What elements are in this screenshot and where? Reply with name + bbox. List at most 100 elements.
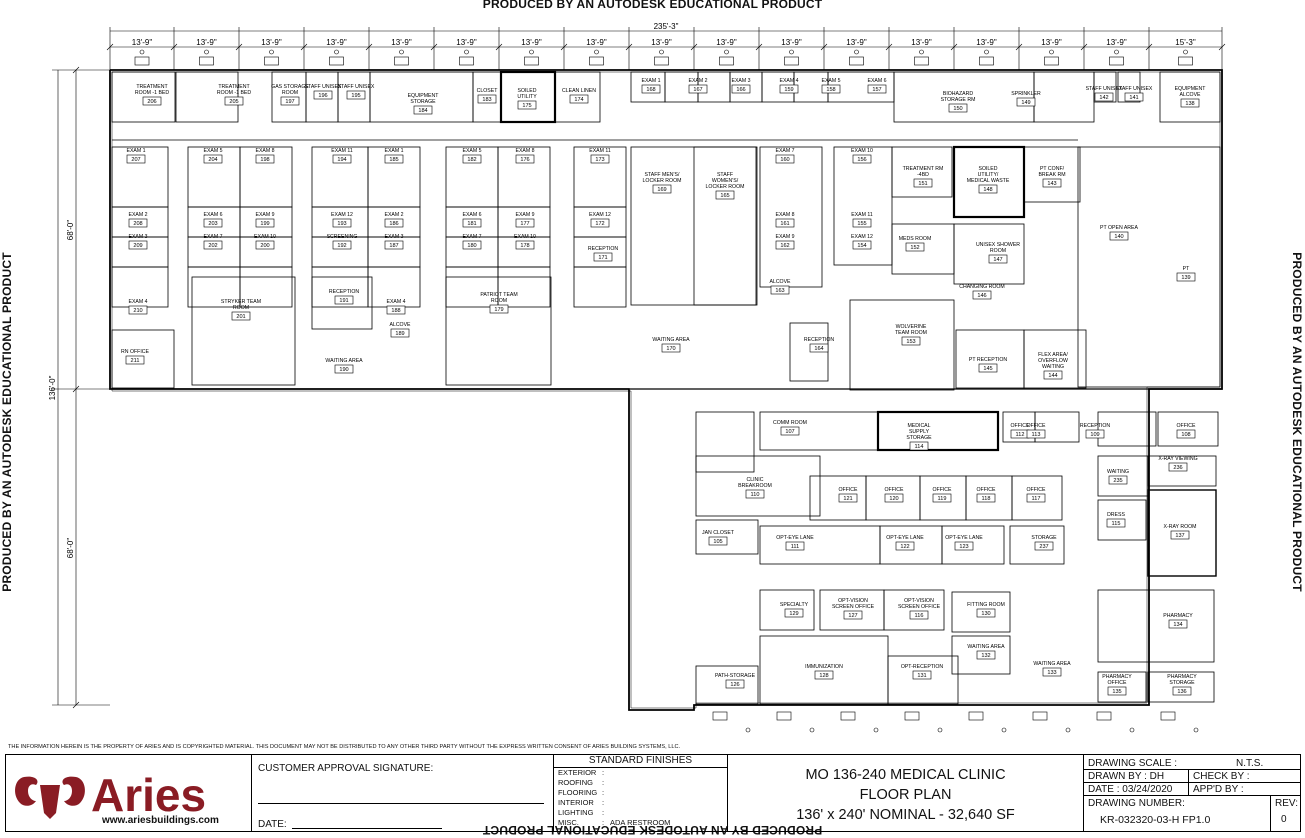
room-number: 140: [1114, 234, 1123, 240]
room-number-box: [517, 100, 537, 110]
room-number-box: [1172, 686, 1192, 696]
finish-label: MISC.: [558, 818, 579, 827]
room-number: 203: [208, 221, 217, 227]
room-number-box: [1106, 518, 1126, 528]
room-number-box: [912, 670, 932, 680]
room-number-box: [652, 184, 672, 194]
room-name: OFFICE: [1010, 423, 1030, 429]
room-name: EXAM 2: [688, 78, 707, 84]
room-name: EXAM 1: [641, 78, 660, 84]
room-number-box: [590, 154, 610, 164]
room-number-box: [1124, 92, 1144, 102]
room-name: UNISEX SHOWER: [976, 242, 1020, 248]
room-name: TREATMENT: [218, 84, 250, 90]
room-number: 184: [418, 108, 427, 114]
room-name: EXAM 3: [384, 234, 403, 240]
room-name: EXAM 3: [731, 78, 750, 84]
room-name: PT CONF/: [1040, 166, 1065, 172]
room-number: 196: [318, 93, 327, 99]
room-number-box: [255, 154, 275, 164]
room-number-box: [775, 154, 795, 164]
room-number: 208: [133, 221, 142, 227]
room-number: 181: [467, 221, 476, 227]
room-number-box: [1109, 231, 1129, 241]
room-name: RECEPTION: [588, 246, 619, 252]
room-number-box: [346, 90, 366, 100]
module-dimension: 13'-9": [456, 38, 477, 47]
room-number: 172: [595, 221, 604, 227]
room-number-box: [255, 240, 275, 250]
dimension-labels: 13'-9"13'-9"13'-9"13'-9"13'-9"13'-9"13'-…: [48, 22, 1196, 558]
room-number-box: [1026, 429, 1046, 439]
room-name: TREATMENT: [136, 84, 168, 90]
module-dimension: 13'-9": [781, 38, 802, 47]
room-number: 193: [337, 221, 346, 227]
finish-label: LIGHTING: [558, 808, 594, 817]
room-number: 180: [467, 243, 476, 249]
drawn-row: DRAWN BY : DH CHECK BY :: [1084, 770, 1300, 783]
room-number: 187: [389, 243, 398, 249]
room-number: 165: [720, 193, 729, 199]
room-number: 151: [918, 181, 927, 187]
room-number: 198: [260, 157, 269, 163]
date-line: [292, 828, 442, 829]
room-number: 192: [337, 243, 346, 249]
room-name: OPT-EYE LANE: [886, 535, 924, 541]
room-name: BIOHAZARD: [943, 91, 974, 97]
room-name: OFFICE: [1107, 680, 1127, 686]
module-dimension: 13'-9": [846, 38, 867, 47]
room-name: ROOM: [233, 305, 249, 311]
upper-depth-dimension: 68'-0": [66, 220, 75, 241]
room-name: EXAM 5: [462, 148, 481, 154]
room-number-box: [913, 178, 933, 188]
room-name: RECEPTION: [1080, 423, 1111, 429]
room-number-box: [843, 610, 863, 620]
room-name: EXAM 9: [255, 212, 274, 218]
room-name: EXAM 7: [203, 234, 222, 240]
room-name: STAFF: [717, 172, 733, 178]
room-name: OFFICE: [884, 487, 904, 493]
watermark-top: PRODUCED BY AN AUTODESK EDUCATIONAL PROD…: [482, 0, 823, 11]
room-number-box: [1042, 667, 1062, 677]
room-number: 114: [915, 444, 924, 450]
room-number: 188: [391, 308, 400, 314]
room-number-box: [909, 610, 929, 620]
drawing-number: KR-032320-03-H FP1.0: [1100, 814, 1211, 826]
finishes-title: STANDARD FINISHES: [554, 755, 727, 768]
approved-by: APP'D BY :: [1188, 783, 1244, 795]
room-number-box: [231, 311, 251, 321]
title-block: Aries www.ariesbuildings.com CUSTOMER AP…: [5, 754, 1301, 832]
room-number-box: [661, 343, 681, 353]
room-name: PT RECEPTION: [969, 357, 1007, 363]
room-number: 191: [339, 298, 348, 304]
room-name: EXAM 4: [128, 299, 147, 305]
room-number: 201: [236, 314, 245, 320]
room-name: CHANGING ROOM: [959, 284, 1005, 290]
room-number-box: [932, 493, 952, 503]
room-name: STORAGE RM: [941, 97, 976, 103]
